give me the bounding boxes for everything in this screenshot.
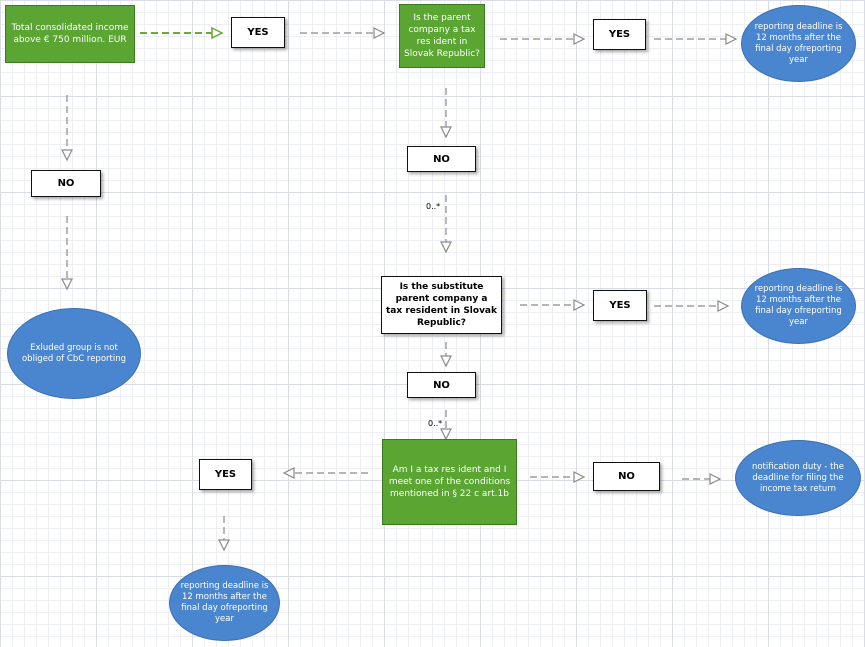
no-node-2-label: NO: [433, 153, 450, 165]
substitute-parent-question-text: Is the substitute parent company a tax r…: [386, 282, 497, 328]
substitute-parent-question-box[interactable]: Is the substitute parent company a tax r…: [381, 276, 502, 334]
no-node-3[interactable]: NO: [407, 372, 476, 398]
parent-resident-question-text: Is the parent company a tax res ident in…: [404, 13, 480, 59]
yes-node-2[interactable]: YES: [593, 19, 646, 50]
conditions-question-text: Am I a tax res ident and I meet one of t…: [388, 465, 511, 499]
yes-node-3[interactable]: YES: [593, 290, 647, 321]
deadline-ellipse-3[interactable]: reporting deadline is 12 months after th…: [169, 565, 280, 641]
multiplicity-label-1: 0..*: [426, 202, 441, 211]
deadline-ellipse-2-text: reporting deadline is 12 months after th…: [754, 284, 843, 327]
multiplicity-label-2: 0..*: [428, 419, 443, 428]
conditions-question-box[interactable]: Am I a tax res ident and I meet one of t…: [382, 439, 517, 525]
income-threshold-box[interactable]: Total consolidated income above € 750 mi…: [5, 5, 135, 63]
yes-node-1[interactable]: YES: [231, 17, 285, 48]
excluded-group-ellipse[interactable]: Exluded group is not obliged of CbC repo…: [7, 308, 141, 399]
notification-duty-ellipse[interactable]: notification duty - the deadline for fil…: [735, 440, 861, 516]
notification-duty-text: notification duty - the deadline for fil…: [751, 461, 845, 494]
yes-node-2-label: YES: [608, 29, 631, 40]
income-threshold-text: Total consolidated income above € 750 mi…: [11, 23, 129, 45]
no-node-1-label: NO: [57, 178, 75, 189]
no-node-1[interactable]: NO: [31, 170, 101, 197]
no-node-2[interactable]: NO: [407, 146, 476, 172]
deadline-ellipse-1[interactable]: reporting deadline is 12 months after th…: [741, 5, 856, 82]
deadline-ellipse-3-text: reporting deadline is 12 months after th…: [180, 581, 269, 624]
yes-node-4[interactable]: YES: [199, 459, 252, 490]
no-node-4[interactable]: NO: [593, 462, 660, 491]
parent-resident-question-box[interactable]: Is the parent company a tax res ident in…: [399, 4, 485, 68]
excluded-group-text: Exluded group is not obliged of CbC repo…: [21, 342, 126, 364]
yes-node-4-label: YES: [214, 469, 237, 480]
yes-node-3-label: YES: [609, 300, 631, 311]
no-node-4-label: NO: [618, 471, 635, 482]
deadline-ellipse-2[interactable]: reporting deadline is 12 months after th…: [741, 268, 856, 344]
yes-node-1-label: YES: [247, 27, 269, 38]
deadline-ellipse-1-text: reporting deadline is 12 months after th…: [754, 21, 843, 65]
no-node-3-label: NO: [433, 379, 450, 391]
